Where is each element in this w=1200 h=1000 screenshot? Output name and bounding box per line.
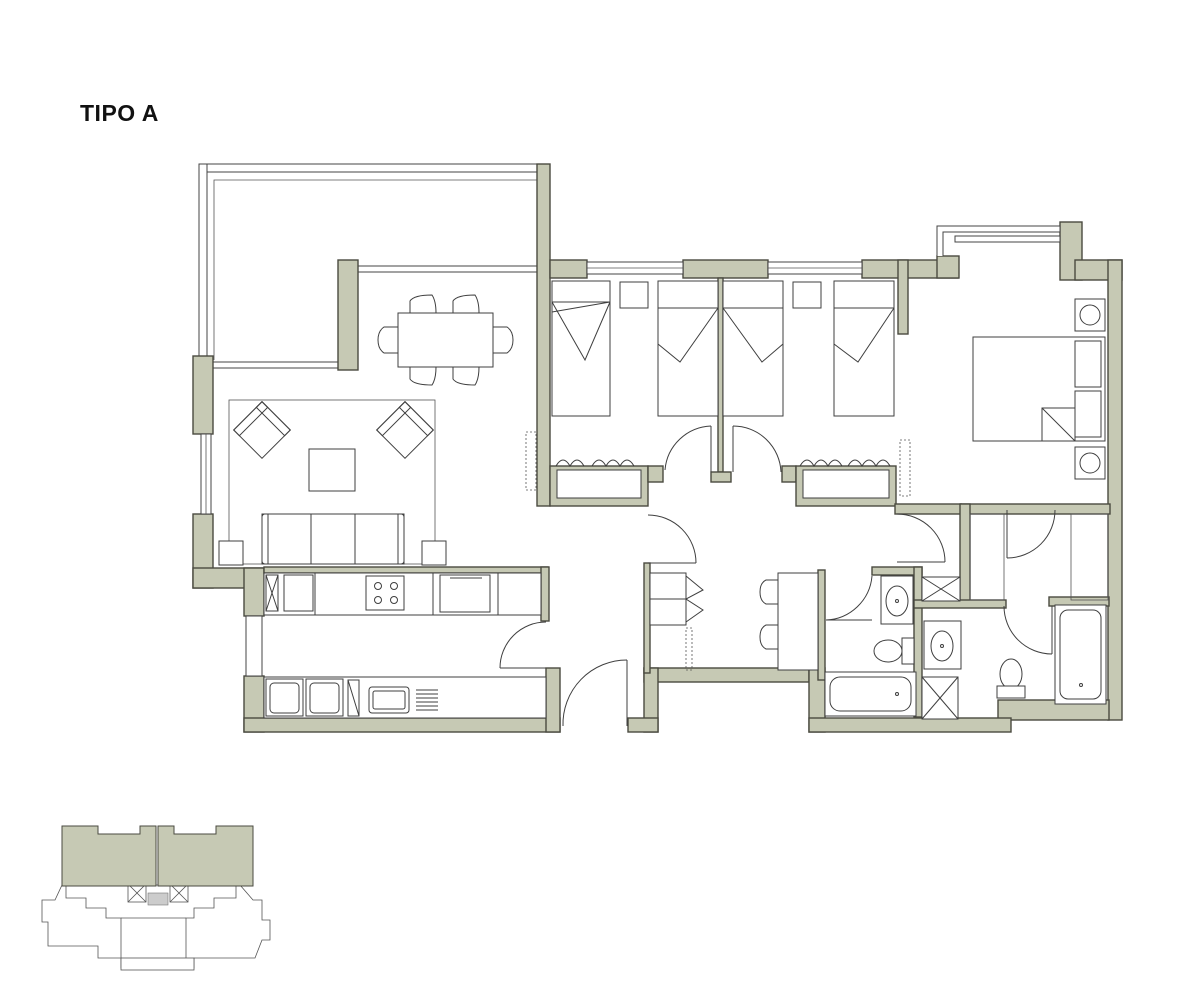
walls — [192, 163, 1123, 733]
kitchen — [263, 572, 547, 719]
windows — [200, 225, 1061, 677]
terrace — [198, 163, 539, 369]
key-plan-unit-right — [157, 825, 254, 887]
master-bedroom — [969, 298, 1109, 601]
bedroom-1 — [551, 280, 719, 467]
living-area — [218, 399, 447, 566]
hallway — [649, 572, 819, 671]
drainboard — [416, 689, 438, 711]
bathroom-1 — [824, 575, 961, 717]
key-plan-unit-left — [61, 825, 157, 887]
doors — [499, 425, 1056, 727]
bedroom-2 — [525, 280, 911, 497]
bathroom-2 — [921, 604, 1107, 720]
key-plan — [41, 825, 271, 971]
page-title: TIPO A — [80, 100, 159, 126]
dining-area — [377, 294, 514, 386]
